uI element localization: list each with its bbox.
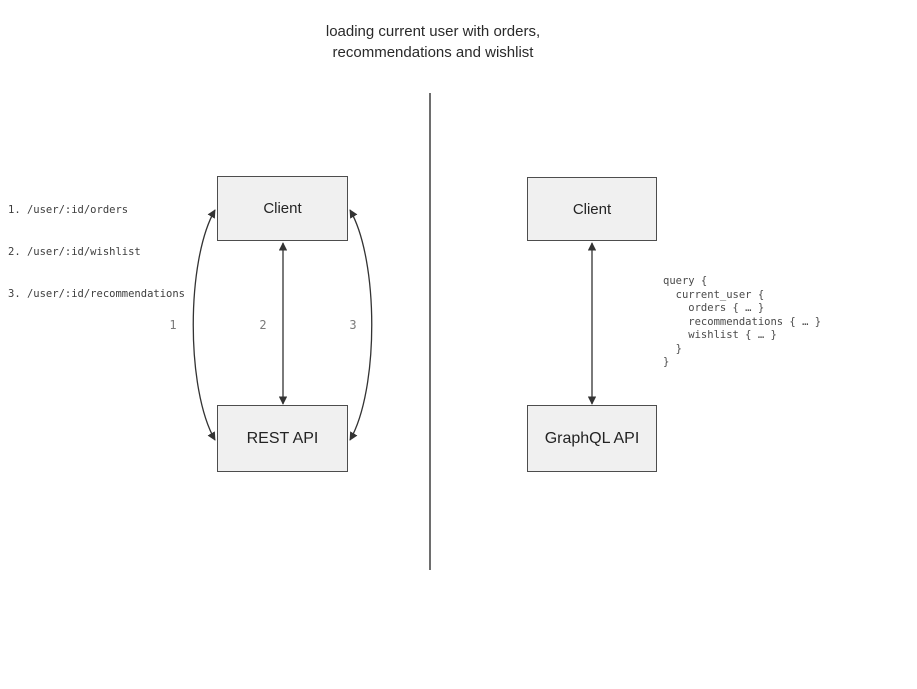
rest-arrow-orders [192,209,216,441]
graphql-query-code: query { current_user { orders { … } reco… [663,275,822,368]
graphql-client-label: Client [572,200,612,218]
arrow-label-2: 2 [259,318,267,332]
title-line-2: recommendations and wishlist [332,44,534,61]
diagram-title: loading current user with orders, recomm… [326,21,540,63]
endpoint-item-orders: 1. /user/:id/orders [8,204,129,216]
endpoint-item-recommendations: 3. /user/:id/recommendations [8,288,186,300]
rest-api-node: REST API [217,405,348,472]
rest-arrow-recommendations [349,209,373,441]
arrow-label-3: 3 [349,318,357,332]
graphql-api-label: GraphQL API [544,429,640,447]
title-line-1: loading current user with orders, [325,23,541,40]
graphql-api-node: GraphQL API [527,405,657,472]
rest-api-label: REST API [246,429,319,447]
rest-client-label: Client [263,200,302,217]
rest-endpoint-list: 1. /user/:id/orders 2. /user/:id/wishlis… [8,175,185,329]
endpoint-item-wishlist: 2. /user/:id/wishlist [8,246,141,258]
arrow-label-1: 1 [169,318,177,332]
graphql-client-node: Client [527,177,657,241]
rest-client-node: Client [217,176,348,241]
